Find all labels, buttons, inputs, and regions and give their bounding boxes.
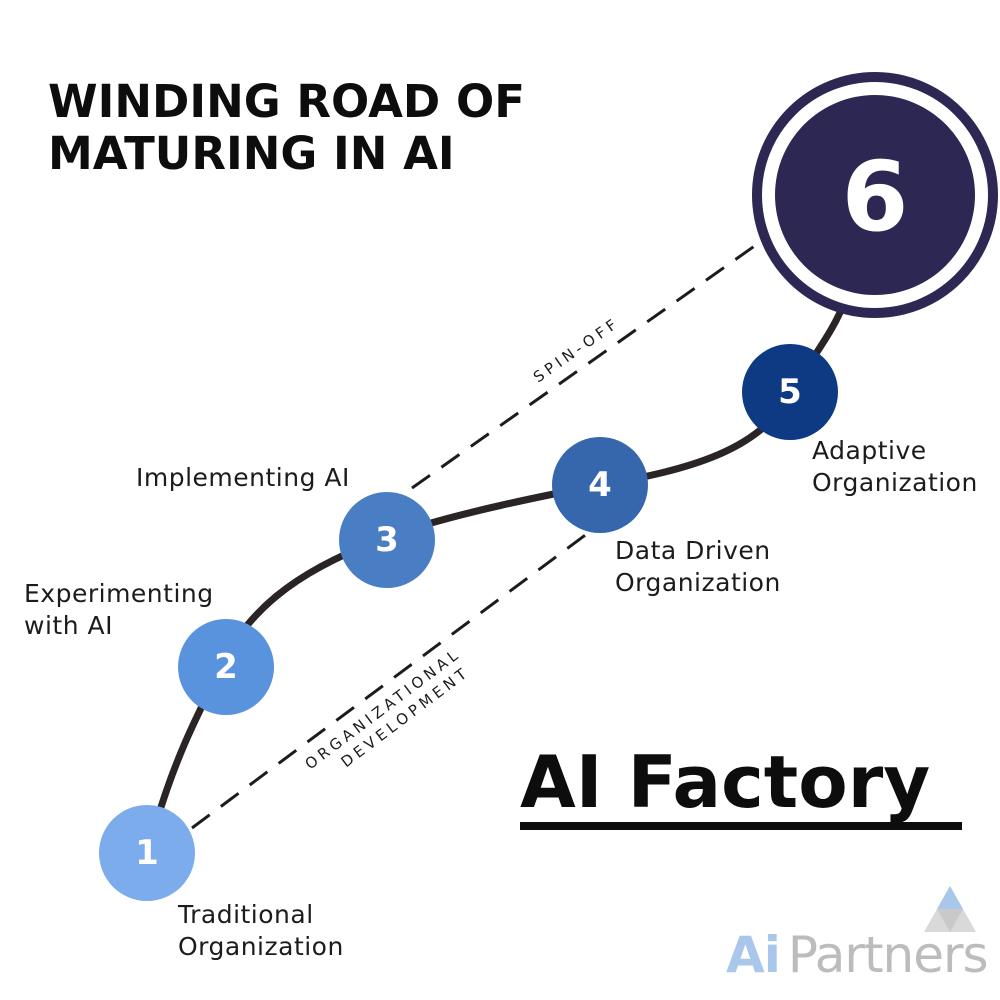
stage-6-node: 6 bbox=[752, 72, 998, 318]
stage-2-label: Experimenting with AI bbox=[24, 578, 214, 642]
stage-4-node: 4 bbox=[552, 437, 648, 533]
stage-6-circle bbox=[775, 95, 975, 295]
stage-2-node: 2 bbox=[178, 619, 274, 715]
spin-off-dashed-line bbox=[411, 226, 781, 490]
organizational-label: ORGANIZATIONAL DEVELOPMENT bbox=[302, 639, 484, 789]
ai-factory-underline bbox=[520, 822, 962, 830]
stage-5-label: Adaptive Organization bbox=[812, 435, 978, 499]
logo-partners-text: Partners bbox=[787, 926, 989, 984]
stage-1-label-line-2: Organization bbox=[178, 932, 344, 961]
stage-4-label-line-1: Data Driven bbox=[615, 536, 771, 565]
stage-2-circle bbox=[178, 619, 274, 715]
stage-6-number: 6 bbox=[842, 141, 909, 253]
stage-3-label: Implementing AI bbox=[136, 462, 350, 494]
stage-5-circle bbox=[742, 344, 838, 440]
stage-1-circle bbox=[99, 805, 195, 901]
stage-2-label-line-2: with AI bbox=[24, 611, 113, 640]
stage-1-label-line-1: Traditional bbox=[178, 900, 314, 929]
stage-1-node: 1 bbox=[99, 805, 195, 901]
stage-1-number: 1 bbox=[135, 833, 159, 873]
triangle-cube-icon bbox=[924, 886, 976, 932]
stage-3-label-line-1: Implementing AI bbox=[136, 463, 350, 492]
stage-4-number: 4 bbox=[588, 465, 612, 505]
logo-ai-text: Ai bbox=[726, 926, 781, 984]
ai-factory-heading: AI Factory bbox=[520, 740, 931, 824]
stage-4-circle bbox=[552, 437, 648, 533]
spin-off-label: SPIN-OFF bbox=[530, 314, 623, 387]
stage-3-node: 3 bbox=[339, 492, 435, 588]
stage-5-number: 5 bbox=[778, 372, 802, 412]
stage-2-label-line-1: Experimenting bbox=[24, 579, 214, 608]
stage-4-label-line-2: Organization bbox=[615, 568, 781, 597]
stage-3-number: 3 bbox=[375, 520, 399, 560]
stage-5-label-line-1: Adaptive bbox=[812, 436, 927, 465]
stage-1-label: Traditional Organization bbox=[178, 899, 344, 963]
diagram-title: WINDING ROAD OF MATURING IN AI bbox=[48, 76, 525, 180]
title-line-2: MATURING IN AI bbox=[48, 127, 455, 180]
stage-5-node: 5 bbox=[742, 344, 838, 440]
stage-5-label-line-2: Organization bbox=[812, 468, 978, 497]
stage-3-circle bbox=[339, 492, 435, 588]
stage-4-label: Data Driven Organization bbox=[615, 535, 781, 599]
organizational-label-line-1: ORGANIZATIONAL bbox=[302, 644, 465, 773]
organizational-development-dashed-line bbox=[191, 531, 589, 830]
title-line-1: WINDING ROAD OF bbox=[48, 75, 525, 128]
stage-2-number: 2 bbox=[214, 647, 238, 687]
ai-partners-logo: Ai Partners bbox=[726, 925, 989, 985]
